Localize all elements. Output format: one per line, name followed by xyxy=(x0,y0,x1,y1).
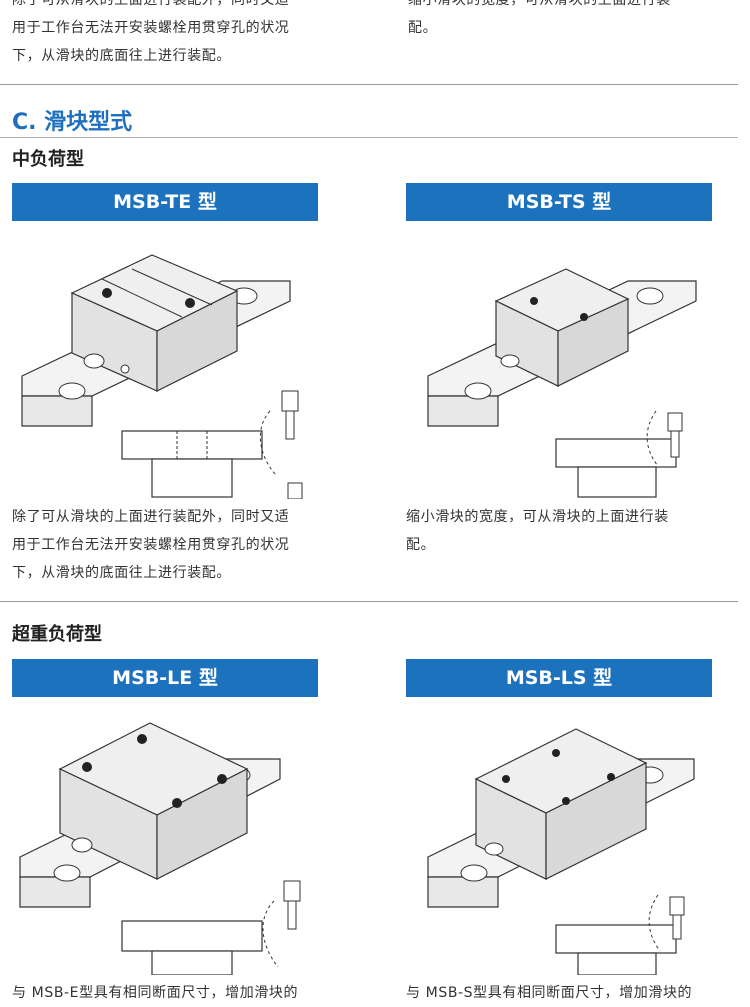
top-right-partial-line: 缩小滑块的宽度，可从滑块的上面进行装 xyxy=(408,0,671,8)
product-image-msb-le xyxy=(12,697,318,975)
card-msb-ls: MSB-LS 型 与 MSB-S型具有相同断面尺寸，增加滑块的 xyxy=(406,659,712,1007)
card-desc-msb-le: 与 MSB-E型具有相同断面尺寸，增加滑块的 xyxy=(12,985,299,1001)
card-header-msb-ls: MSB-LS 型 xyxy=(406,659,712,697)
top-left-line-1: 用于工作台无法开安装螺栓用贯穿孔的状况 xyxy=(12,20,290,36)
card-desc-msb-ls: 与 MSB-S型具有相同断面尺寸，增加滑块的 xyxy=(406,985,693,1001)
section-title-underline xyxy=(0,137,738,138)
product-image-msb-ts xyxy=(406,221,712,499)
subsection-title-super-heavy: 超重负荷型 xyxy=(12,624,102,645)
card-header-msb-ts: MSB-TS 型 xyxy=(406,183,712,221)
top-left-partial-line: 除了可从滑块的上面进行装配外，同时又适 xyxy=(12,0,290,8)
card-desc-msb-ts-2: 配。 xyxy=(406,537,436,553)
top-right-line-1: 配。 xyxy=(408,20,438,36)
product-image-msb-te xyxy=(12,221,318,499)
card-msb-ts: MSB-TS 型 缩小滑块的宽度，可从滑块的上面进行装 配。 xyxy=(406,183,712,559)
top-right-text: 缩小滑块的宽度，可从滑块的上面进行装 配。 xyxy=(408,0,671,42)
top-left-line-2: 下，从滑块的底面往上进行装配。 xyxy=(12,48,231,64)
subsection-title-medium: 中负荷型 xyxy=(12,149,84,170)
card-desc-msb-te-2: 用于工作台无法开安装螺栓用贯穿孔的状况 xyxy=(12,537,290,553)
card-desc-msb-ts-1: 缩小滑块的宽度，可从滑块的上面进行装 xyxy=(406,509,669,525)
card-desc-msb-te-3: 下，从滑块的底面往上进行装配。 xyxy=(12,565,231,581)
card-msb-te: MSB-TE 型 xyxy=(12,183,318,587)
divider-top xyxy=(0,84,738,85)
section-title: C. 滑块型式 xyxy=(12,110,133,135)
card-msb-le: MSB-LE 型 与 MSB-E型具有相同断面尺寸，增加滑块的 xyxy=(12,659,318,1007)
divider-middle xyxy=(0,601,738,602)
top-left-text: 除了可从滑块的上面进行装配外，同时又适 用于工作台无法开安装螺栓用贯穿孔的状况 … xyxy=(12,0,289,70)
product-image-msb-ls xyxy=(406,697,712,975)
card-header-msb-le: MSB-LE 型 xyxy=(12,659,318,697)
card-desc-msb-te-1: 除了可从滑块的上面进行装配外，同时又适 xyxy=(12,509,290,525)
card-header-msb-te: MSB-TE 型 xyxy=(12,183,318,221)
